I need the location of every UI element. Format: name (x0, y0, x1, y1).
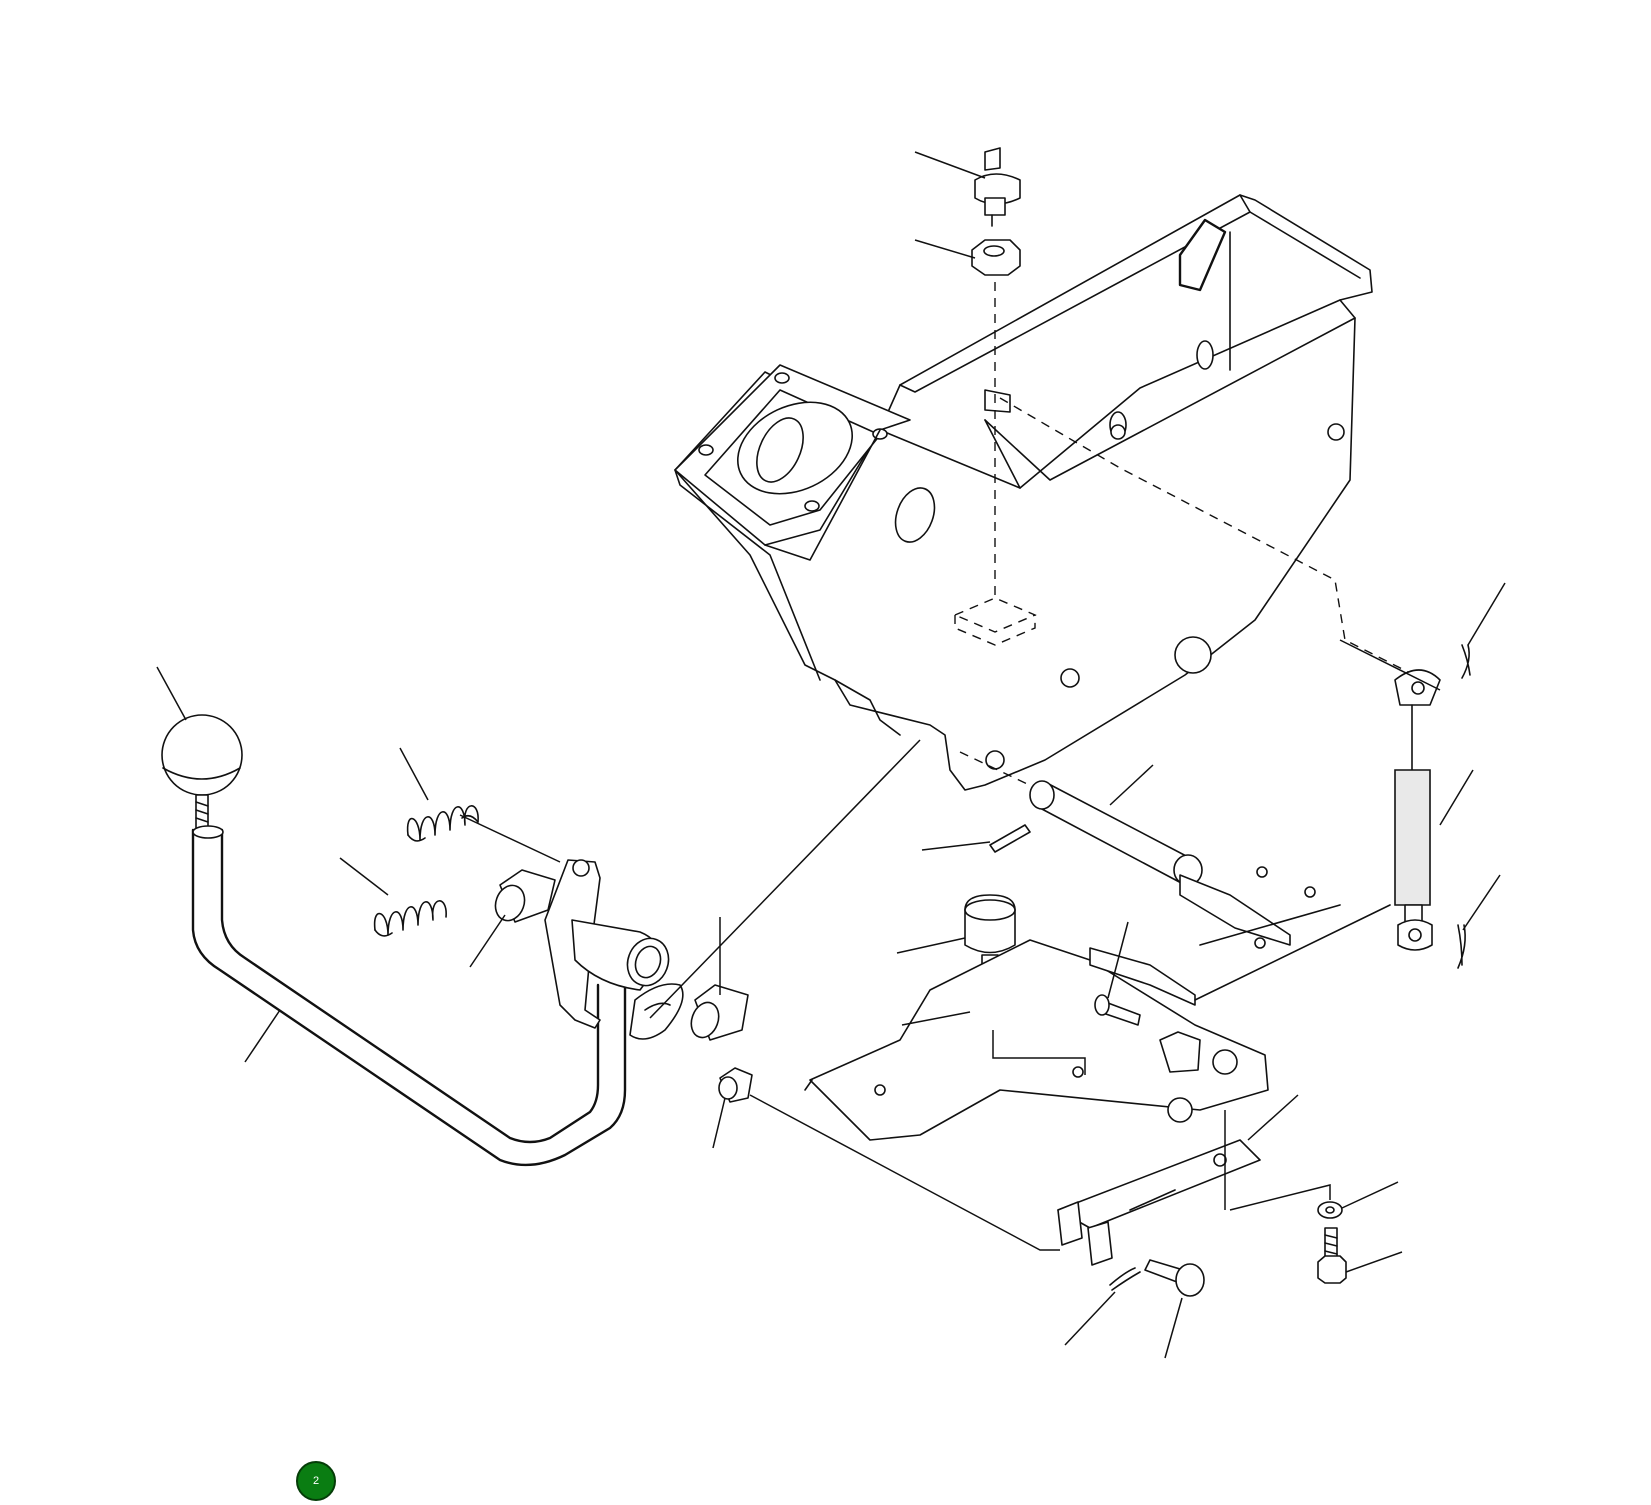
pivot-shaft (1029, 780, 1203, 886)
cotter-pin-bottom (1109, 1267, 1141, 1291)
spring-upper (406, 805, 479, 842)
bushing-left (494, 869, 556, 923)
clevis-pin-lower (1144, 1259, 1205, 1297)
console-housing (674, 194, 1373, 791)
cotter-pin-lower (1457, 924, 1466, 969)
hex-bolt (1317, 1227, 1347, 1284)
callout-badge[interactable]: 2 (296, 1461, 336, 1501)
control-knob (161, 714, 243, 831)
pressure-switch (974, 147, 1021, 227)
slotted-link (1057, 1139, 1261, 1266)
washer (1317, 1201, 1343, 1219)
bushing-middle (690, 984, 749, 1041)
control-lever (191, 825, 627, 1167)
cotter-pin-upper (1461, 644, 1471, 679)
hex-nut-top (971, 239, 1021, 276)
pivot-bracket (544, 859, 684, 1040)
gas-spring (1394, 669, 1441, 951)
bushing-small (718, 1067, 753, 1103)
spring-lower (373, 900, 447, 937)
roll-pin (989, 824, 1031, 853)
base-plate (804, 866, 1391, 1141)
clevis-pin-upper (1094, 994, 1141, 1026)
leader-lines (156, 151, 1506, 1359)
